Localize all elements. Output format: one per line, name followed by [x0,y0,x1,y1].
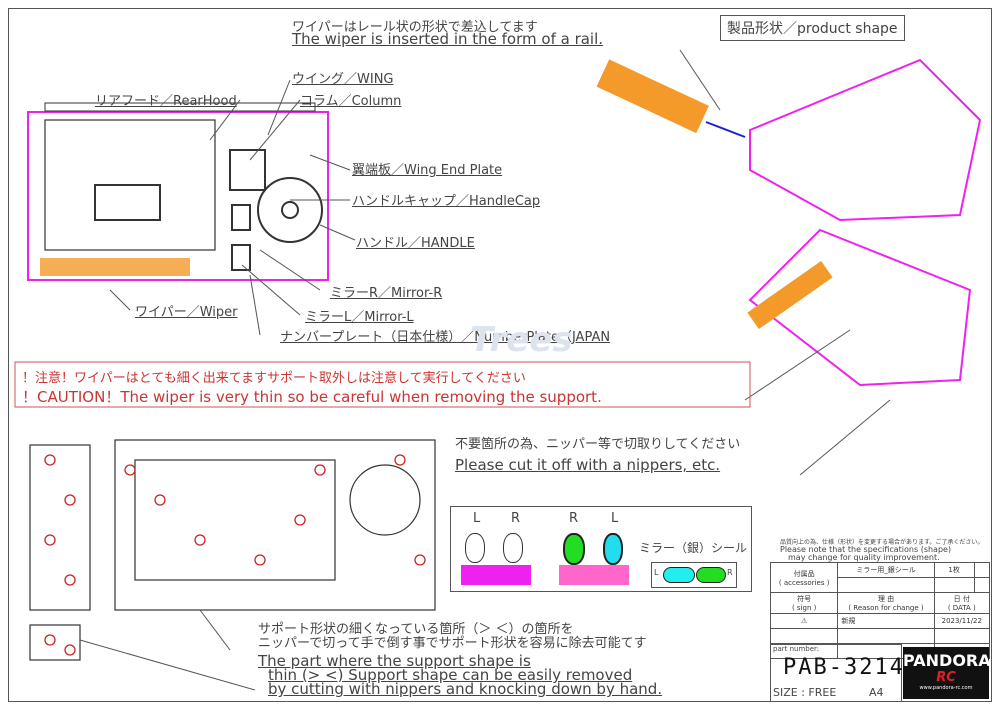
sprue-bottom-view [29,439,436,661]
part-number-label: part number: [773,645,820,653]
label-column: コラム／Column [300,94,402,109]
revision-reason: 新規 [837,613,935,629]
accessory-qty: 1枚 [933,562,975,578]
sticker-r: R [727,568,733,577]
sign-jp: 符号 [797,595,812,603]
label-rearhood: リアフード／RearHood [95,94,237,109]
mirror-r-colored-label: R [569,511,579,526]
sticker-label: ミラー（銀）シール [639,541,748,555]
mirror-base-pink-2 [559,565,629,585]
insert-arrow [705,121,746,138]
label-wiper: ワイパー／Wiper [135,305,238,320]
size-label: SIZE : FREE [773,686,837,699]
mirror-l-cyan [603,533,623,565]
label-mirror-l: ミラーL／Mirror-L [305,310,414,325]
wiper-part [40,258,190,276]
sticker-cyan [663,567,695,583]
sign-en: ( sign ) [791,604,817,612]
label-mirror-r: ミラーR／Mirror-R [330,286,443,301]
product-shape-views [748,58,982,387]
date-jp: 日 付 [953,595,970,603]
notice-jp: 品質向上の為、仕様（形状）を変更する場合があります。ご了承ください。 [780,539,984,546]
part-number: PAB-3214 [783,655,905,680]
label-handle: ハンドル／HANDLE [356,236,475,251]
logo-sub: RC [936,670,956,685]
sticker-l: L [654,568,659,577]
part-number-box: part number: PAB-3214 SIZE : FREE A4 [770,644,905,702]
label-wing: ウイング／WING [292,72,394,87]
caution-jp: ！注意！ワイパーはとても細く出来てますサポート取外しは注意して実行してください [22,371,526,386]
notice-en2: may change for quality improvement. [788,553,940,562]
support-note-jp2: ニッパーで切って手で倒す事でサポート形状を容易に除去可能てす [258,636,647,651]
revision-warning-icon: ⚠ [769,613,839,629]
reason-jp: 理 由 [877,595,895,603]
label-numberplate: ナンバープレート（日本仕様）／NumberPlate（JAPAN [280,330,611,345]
cut-note-jp: 不要箇所の為、ニッパー等で切取りしてください [455,437,741,452]
paper-size: A4 [869,686,884,699]
label-wing-end-plate: 翼端板／Wing End Plate [352,163,503,178]
label-handlecap: ハンドルキャップ／HandleCap [352,194,541,209]
support-note-jp1: サポート形状の細くなっている箇所（＞ ＜）の箇所を [258,622,574,637]
sprue-top-view [27,111,329,281]
revision-date: 2023/11/22 [933,613,991,629]
wiper-rail-part [596,59,709,134]
mirror-r-part [503,533,523,563]
mirror-r-green [563,533,585,565]
mirror-l-label: L [473,511,481,526]
pandora-rc-logo: PANDORA RC www.pandora-rc.com [903,647,991,699]
caution-en: ！CAUTION！The wiper is very thin so be ca… [22,388,602,406]
accessory-item: ミラー用_銀シール [837,562,935,578]
accessories-jp: 付属品 [793,569,815,578]
mirror-l-part [465,533,485,563]
cut-note-en: Please cut it off with a nippers, etc. [455,456,721,474]
support-note-en2: thin (> <) Support shape can be easily r… [268,666,633,684]
logo-url: www.pandora-rc.com [919,685,973,691]
sheet-frame [8,8,992,702]
mirror-r-label: R [511,511,521,526]
top-note-jp: ワイパーはレール状の形状で差込してます [292,20,538,35]
date-en: ( DATA ) [947,604,976,612]
caution-box [14,361,751,408]
notice-en1: Please note that the specifications (sha… [780,545,952,554]
reason-en: ( Reason for change ) [848,604,924,612]
support-markers [44,454,426,656]
mirror-base-pink [461,565,531,585]
sticker-green [696,567,726,583]
product-shape-label: 製品形状／product shape [720,15,905,41]
logo-text: PANDORA [903,651,991,670]
accessories-en: ( accessories ) [778,578,830,587]
leader-lines [79,49,891,691]
top-note-en: The wiper is inserted in the form of a r… [292,30,604,48]
sticker-sheet: L R [651,562,737,588]
support-note-en3: by cutting with nippers and knocking dow… [268,680,663,698]
mirror-sticker-box: L R R L ミラー（銀）シール L R [450,506,752,592]
support-note-en1: The part where the support shape is [258,652,531,670]
watermark: Trees [470,320,573,360]
mirror-l-colored-label: L [611,511,619,526]
